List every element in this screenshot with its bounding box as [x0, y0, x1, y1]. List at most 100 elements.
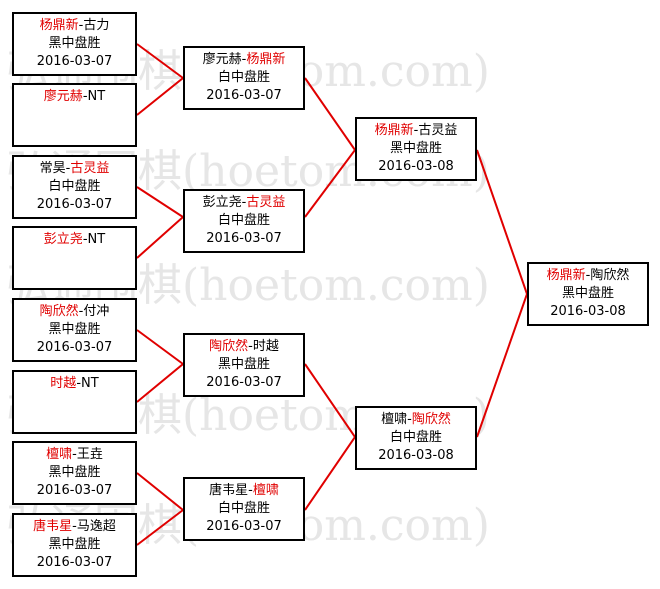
connector — [304, 363, 357, 511]
connector — [476, 149, 529, 438]
match-node[interactable]: 时越-NT — [12, 370, 137, 434]
match-players: 唐韦星-马逸超 — [14, 518, 135, 536]
player-1: 彭立尧 — [43, 232, 83, 247]
match-date: 2016-03-08 — [550, 304, 626, 319]
match-node[interactable]: 檀啸-王垚 黑中盘胜 2016-03-07 — [12, 441, 137, 505]
match-date: 2016-03-07 — [36, 555, 113, 570]
player-2: 陶欣然 — [590, 268, 630, 283]
separator: - — [413, 123, 419, 138]
match-node[interactable]: 杨鼎新-陶欣然 黑中盘胜 2016-03-08 — [527, 262, 649, 326]
separator: - — [241, 52, 247, 67]
match-node[interactable]: 廖元赫-杨鼎新 白中盘胜 2016-03-07 — [183, 46, 305, 110]
match-players: 杨鼎新-古力 — [14, 17, 135, 35]
match-players: 彭立尧-古灵益 — [185, 194, 303, 212]
match-players: 杨鼎新-古灵益 — [357, 122, 475, 140]
match-result: 黑中盘胜 — [48, 322, 101, 337]
match-result: 黑中盘胜 — [389, 141, 442, 156]
player-2: NT — [87, 89, 106, 104]
connector — [136, 186, 185, 259]
match-result: 黑中盘胜 — [561, 286, 614, 301]
player-1: 彭立尧 — [202, 195, 242, 210]
player-1: 檀啸 — [46, 447, 73, 462]
separator: - — [78, 304, 84, 319]
match-players: 廖元赫-NT — [14, 88, 135, 106]
match-result: 黑中盘胜 — [217, 357, 270, 372]
separator: - — [82, 89, 88, 104]
connector — [304, 77, 357, 218]
match-date: 2016-03-07 — [36, 197, 113, 212]
player-2: 陶欣然 — [411, 412, 451, 427]
match-node[interactable]: 檀啸-陶欣然 白中盘胜 2016-03-08 — [355, 406, 477, 470]
player-1: 廖元赫 — [202, 52, 242, 67]
match-node[interactable]: 陶欣然-时越 黑中盘胜 2016-03-07 — [183, 333, 305, 397]
player-1: 唐韦星 — [209, 483, 249, 498]
match-date: 2016-03-07 — [36, 340, 113, 355]
match-date: 2016-03-07 — [206, 375, 282, 390]
match-result: 白中盘胜 — [48, 179, 101, 194]
player-1: 廖元赫 — [43, 89, 83, 104]
player-1: 陶欣然 — [39, 304, 79, 319]
player-1: 时越 — [50, 376, 77, 391]
player-1: 常昊 — [39, 161, 66, 176]
player-2: 檀啸 — [252, 483, 279, 498]
match-node[interactable]: 彭立尧-NT — [12, 226, 137, 290]
player-2: NT — [81, 376, 99, 391]
match-result: 黑中盘胜 — [48, 465, 101, 480]
connector — [136, 329, 185, 403]
player-1: 陶欣然 — [209, 339, 249, 354]
player-2: 杨鼎新 — [246, 52, 286, 67]
match-players: 彭立尧-NT — [14, 231, 135, 249]
match-date: 2016-03-07 — [206, 88, 282, 103]
match-date: 2016-03-07 — [206, 231, 282, 246]
separator: - — [72, 519, 77, 534]
match-players: 杨鼎新-陶欣然 — [529, 267, 647, 285]
match-players: 檀啸-陶欣然 — [357, 411, 475, 429]
connector — [136, 43, 185, 116]
player-2: 古灵益 — [70, 161, 110, 176]
player-2: 马逸超 — [76, 519, 116, 534]
player-2: 时越 — [252, 339, 279, 354]
match-players: 时越-NT — [14, 375, 135, 393]
match-node[interactable]: 陶欣然-付冲 黑中盘胜 2016-03-07 — [12, 298, 137, 362]
player-1: 檀啸 — [381, 412, 408, 427]
match-node[interactable]: 唐韦星-檀啸 白中盘胜 2016-03-07 — [183, 477, 305, 541]
player-2: 王垚 — [76, 447, 103, 462]
match-node[interactable]: 杨鼎新-古灵益 黑中盘胜 2016-03-08 — [355, 117, 477, 181]
player-1: 杨鼎新 — [546, 268, 586, 283]
match-date: 2016-03-08 — [378, 448, 454, 463]
match-date: 2016-03-07 — [36, 483, 113, 498]
match-players: 常昊-古灵益 — [14, 160, 135, 178]
player-1: 杨鼎新 — [39, 18, 79, 33]
player-2: 古灵益 — [418, 123, 458, 138]
separator: - — [78, 18, 84, 33]
match-date: 2016-03-07 — [206, 519, 282, 534]
player-2: 付冲 — [83, 304, 110, 319]
match-node[interactable]: 彭立尧-古灵益 白中盘胜 2016-03-07 — [183, 189, 305, 253]
separator: - — [248, 483, 253, 498]
separator: - — [407, 412, 412, 427]
match-date: 2016-03-08 — [378, 159, 454, 174]
match-result: 白中盘胜 — [217, 213, 270, 228]
separator: - — [76, 376, 82, 391]
match-players: 廖元赫-杨鼎新 — [185, 51, 303, 69]
match-players: 唐韦星-檀啸 — [185, 482, 303, 500]
match-node[interactable]: 杨鼎新-古力 黑中盘胜 2016-03-07 — [12, 12, 137, 76]
separator: - — [72, 447, 77, 462]
player-1: 唐韦星 — [33, 519, 73, 534]
match-node[interactable]: 廖元赫-NT — [12, 83, 137, 147]
separator: - — [585, 268, 591, 283]
match-node[interactable]: 唐韦星-马逸超 黑中盘胜 2016-03-07 — [12, 513, 137, 577]
player-2: 古力 — [83, 18, 110, 33]
separator: - — [82, 232, 88, 247]
match-players: 檀啸-王垚 — [14, 446, 135, 464]
match-players: 陶欣然-付冲 — [14, 303, 135, 321]
separator: - — [248, 339, 253, 354]
player-2: 古灵益 — [246, 195, 286, 210]
connector — [136, 472, 185, 546]
separator: - — [241, 195, 247, 210]
match-result: 白中盘胜 — [217, 501, 270, 516]
match-result: 白中盘胜 — [217, 70, 270, 85]
match-node[interactable]: 常昊-古灵益 白中盘胜 2016-03-07 — [12, 155, 137, 219]
match-players: 陶欣然-时越 — [185, 338, 303, 356]
player-2: NT — [87, 232, 106, 247]
